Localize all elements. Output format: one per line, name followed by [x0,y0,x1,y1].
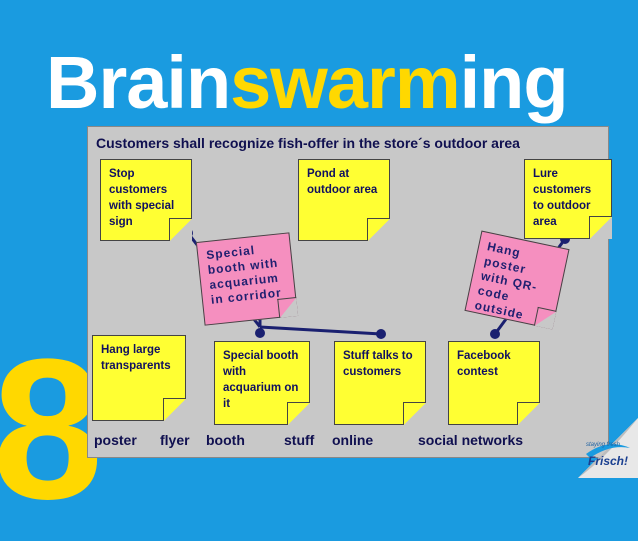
board-heading: Customers shall recognize fish-offer in … [96,135,520,151]
label-booth: booth [206,432,245,448]
label-stuff: stuff [284,432,315,448]
note-text: Stuff talks to customers [343,350,413,379]
note-lure-customers: Lure customers to outdoor area [524,159,612,239]
note-text: Pond at outdoor area [307,168,378,197]
pin-dot [255,328,265,338]
label-poster: poster [94,432,137,448]
note-text: Special booth with acquarium in corridor [205,243,283,307]
logo-name: Frisch! [588,454,629,468]
pin-dot [490,329,500,339]
note-special-booth-corridor: Special booth with acquarium in corridor [195,232,299,326]
title-part-ing: ing [459,41,569,124]
logo-swoosh-icon [586,444,630,458]
note-text: Hang poster with QR-code outside [473,239,539,322]
brainstorm-board: Customers shall recognize fish-offer in … [87,126,612,458]
note-facebook-contest: Facebook contest [448,341,540,425]
note-stop-customers: Stop customers with special sign [100,159,192,241]
note-pond: Pond at outdoor area [298,159,390,241]
note-text: Stop customers with special sign [109,168,175,229]
note-hang-transparents: Hang large transparents [92,335,186,421]
note-booth-acquarium: Special booth with acquarium on it [214,341,310,425]
note-text: Hang large transparents [101,344,171,373]
frisch-logo: staying fresh Frisch! [584,436,632,472]
title-part-brain: Brain [46,41,231,124]
connector-booth-to-stuff [259,325,382,336]
note-text: Lure customers to outdoor area [533,168,592,229]
note-text: Special booth with acquarium on it [223,350,299,411]
note-text: Facebook contest [457,350,511,379]
pin-dot [376,329,386,339]
note-stuff-talks: Stuff talks to customers [334,341,426,425]
title-part-swarm: swarm [230,41,460,124]
label-social-networks: social networks [418,432,524,448]
logo-tagline: staying fresh [586,442,621,448]
page-title: Brainswarming [46,46,569,120]
label-online: online [332,432,374,448]
label-flyer: flyer [160,432,190,448]
